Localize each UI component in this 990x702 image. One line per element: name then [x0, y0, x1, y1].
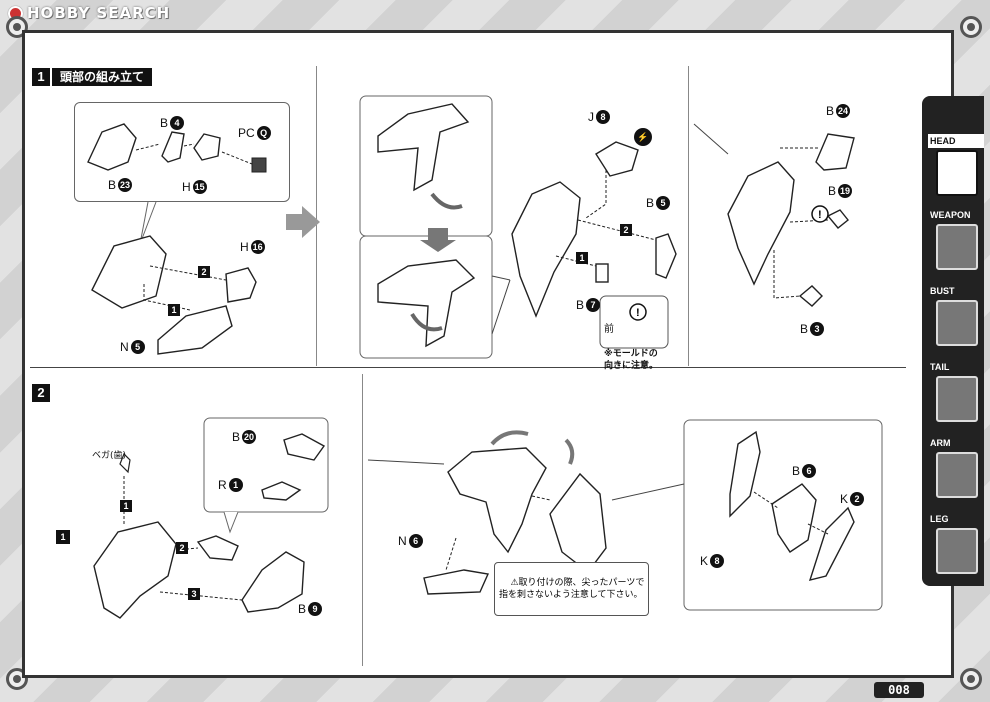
tail-thumbnail-icon: [936, 376, 978, 422]
sequence-marker: 1: [168, 304, 180, 316]
caution-note: ⚠取り付けの際、尖ったパーツで 指を刺さないよう注意して下さい。: [494, 562, 650, 616]
leg-thumbnail-icon: [936, 528, 978, 574]
tab-label: LEG: [930, 514, 949, 524]
tab-label: WEAPON: [930, 210, 971, 220]
instruction-content: 1 頭部の組み立て: [30, 44, 906, 666]
section-divider: [30, 367, 906, 368]
svg-text:!: !: [818, 209, 822, 221]
arm-thumbnail-icon: [936, 452, 978, 498]
assembly-lines: ! !: [87, 95, 883, 619]
step-title: 頭部の組み立て: [52, 68, 153, 86]
weapon-thumbnail-icon: [936, 224, 978, 270]
site-brand[interactable]: HOBBY SEARCH: [8, 4, 170, 22]
tab-tail[interactable]: TAIL: [928, 360, 984, 428]
caution-text: 取り付けの際、尖ったパーツで 指を刺さないよう注意して下さい。: [499, 578, 645, 600]
corner-bolt-icon: [960, 668, 982, 690]
sequence-marker: 1: [120, 500, 132, 512]
brand-text: HOBBY SEARCH: [27, 4, 171, 22]
mold-note: ※モールドの 向きに注意。: [604, 349, 659, 371]
tab-label: ARM: [930, 438, 951, 448]
step-number: 2: [32, 384, 50, 402]
tab-leg[interactable]: LEG: [928, 512, 984, 580]
tab-label: BUST: [930, 286, 955, 296]
sequence-marker: 3: [188, 588, 200, 600]
step-reference: 1: [56, 530, 70, 544]
tab-head[interactable]: HEAD: [928, 134, 984, 202]
svg-text:!: !: [636, 307, 640, 319]
tab-label: HEAD: [928, 134, 984, 148]
caution-icon: ⚠: [510, 578, 519, 588]
tab-bust[interactable]: BUST: [928, 284, 984, 352]
bust-thumbnail-icon: [936, 300, 978, 346]
front-label: 前: [604, 324, 614, 335]
step-number: 1: [32, 68, 50, 86]
tab-arm[interactable]: ARM: [928, 436, 984, 504]
sequence-marker: 2: [620, 224, 632, 236]
page-number: 008: [874, 682, 924, 698]
column-divider: [688, 66, 689, 366]
sticker-icon: ⚡: [634, 128, 652, 146]
sequence-marker: 1: [576, 252, 588, 264]
column-divider: [316, 66, 317, 366]
tab-label: TAIL: [930, 362, 950, 372]
column-divider: [362, 374, 363, 666]
head-thumbnail-icon: [936, 150, 978, 196]
sequence-marker: 2: [176, 542, 188, 554]
corner-bolt-icon: [960, 16, 982, 38]
sequence-marker: 2: [198, 266, 210, 278]
tab-weapon[interactable]: WEAPON: [928, 208, 984, 276]
pilot-label: ベガ(歯): [92, 451, 127, 461]
